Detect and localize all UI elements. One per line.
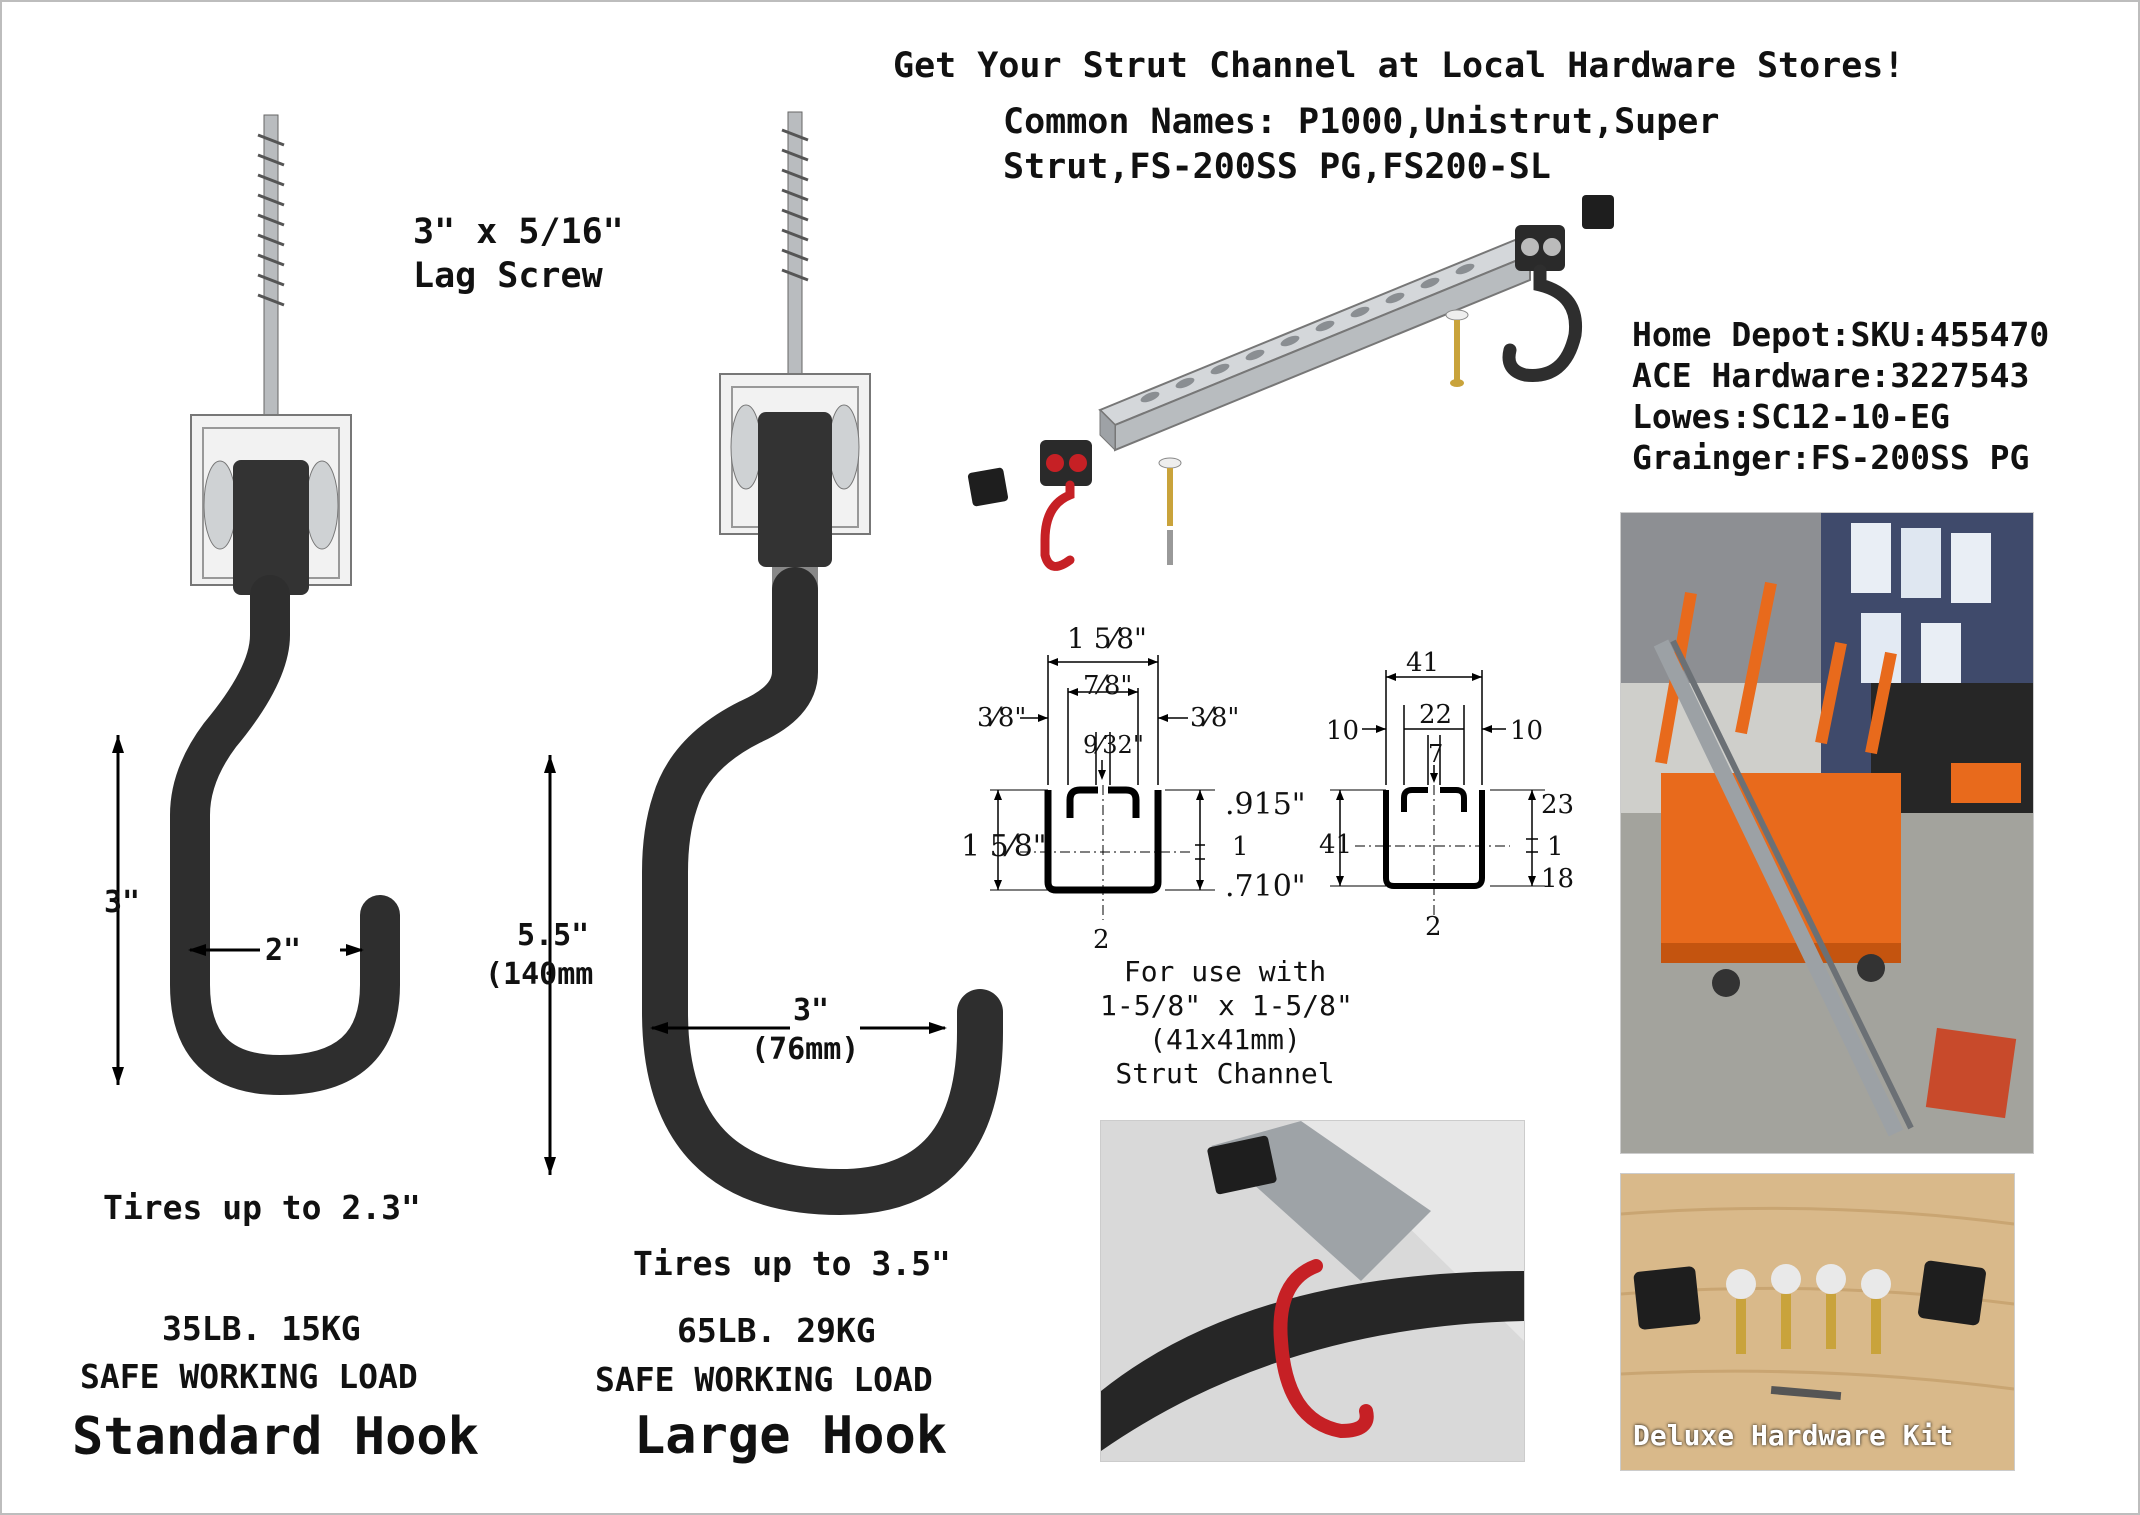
large-trolley (719, 373, 871, 589)
large-hook-tires: Tires up to 3.5" (633, 1244, 951, 1283)
imperial-top-width: 1 5⁄8" (1067, 622, 1147, 655)
usage-note-line2: 1-5/8" x 1-5/8" (1100, 989, 1353, 1022)
metric-upper: 23 (1541, 790, 1575, 820)
imperial-lower: .710" (1225, 869, 1306, 904)
hardware-kit-photo: Deluxe Hardware Kit (1620, 1173, 2015, 1471)
red-hook-trolley (1040, 440, 1092, 571)
large-hook-height-label: 5.5" (517, 918, 590, 953)
usage-note-line1: For use with (1123, 955, 1327, 988)
large-hook-body (642, 567, 1003, 1216)
standard-lag-screw (257, 114, 285, 416)
metric-left-lip: 10 (1326, 716, 1360, 746)
lag-screw-size: 3" x 5/16" (413, 212, 624, 252)
common-names-line1: Common Names: P1000,Unistrut,Super (1003, 102, 1720, 142)
metric-bottom: 2 (1425, 912, 1442, 942)
large-hook-illustration (642, 111, 1003, 1216)
standard-hook-illustration (170, 114, 400, 1096)
large-hook-width-label: 3" (793, 993, 830, 1028)
metric-mid: 1 (1547, 832, 1564, 862)
hardware-kit-caption: Deluxe Hardware Kit (1633, 1419, 1954, 1452)
imperial-upper: .915" (1225, 787, 1306, 822)
screw-upper (1445, 309, 1469, 387)
strut-slots (1140, 263, 1475, 403)
standard-hook-dimensions (112, 735, 364, 1085)
standard-hook-load-label: SAFE WORKING LOAD (80, 1357, 418, 1396)
large-lag-screw (781, 111, 809, 378)
usage-note-line4: Strut Channel (1115, 1057, 1335, 1090)
large-hook-load-weight: 65LB. 29KG (677, 1311, 876, 1350)
strut-profile-imperial (990, 655, 1215, 920)
metric-lower: 18 (1541, 864, 1575, 894)
lag-screw-label: Lag Screw (413, 256, 603, 296)
strut-assembly-illustration (967, 195, 1614, 571)
metric-right-lip: 10 (1510, 716, 1544, 746)
large-hook-name: Large Hook (634, 1406, 948, 1466)
large-hook-dimensions (544, 755, 947, 1175)
standard-hook-tires: Tires up to 2.3" (103, 1188, 421, 1227)
imperial-height: 1 5⁄8" (961, 829, 1047, 864)
store-cart-photo (1620, 512, 2034, 1154)
metric-height: 41 (1319, 830, 1353, 860)
page-title: Get Your Strut Channel at Local Hardware… (893, 46, 1905, 86)
standard-hook-name: Standard Hook (72, 1407, 479, 1467)
metric-slot: 7 (1428, 740, 1444, 768)
store-lowes: Lowes:SC12-10-EG (1632, 397, 1950, 436)
usage-note: For use with 1-5/8" x 1-5/8" (41x41mm) S… (1100, 955, 1353, 1091)
common-names-line2: Strut,FS-200SS PG,FS200-SL (1003, 147, 1551, 187)
imperial-bottom: 2 (1093, 925, 1110, 955)
end-cap-left (967, 467, 1009, 507)
usage-note-line3: (41x41mm) (1149, 1023, 1301, 1056)
standard-trolley (190, 414, 352, 595)
strut-profile-metric (1330, 670, 1545, 915)
imperial-slot: 9⁄32" (1083, 731, 1144, 759)
imperial-mid: 1 (1232, 832, 1249, 862)
store-list: Home Depot:SKU:455470 ACE Hardware:32275… (1632, 315, 2049, 479)
store-grainger: Grainger:FS-200SS PG (1632, 438, 2030, 477)
standard-hook-body (170, 575, 400, 1096)
large-hook-height-mm: (140mm (485, 957, 594, 992)
standard-hook-load-weight: 35LB. 15KG (162, 1309, 361, 1348)
large-hook-load-label: SAFE WORKING LOAD (595, 1360, 933, 1399)
store-ace: ACE Hardware:3227543 (1632, 356, 2030, 395)
metric-top-width: 41 (1406, 648, 1440, 678)
store-home-depot: Home Depot:SKU:455470 (1632, 315, 2050, 354)
end-cap-right (1582, 195, 1614, 229)
imperial-right-lip: 3⁄8" (1190, 703, 1240, 733)
black-hook-trolley (1502, 225, 1583, 382)
screw-lower (1158, 457, 1182, 565)
large-hook-width-mm: (76mm) (751, 1032, 860, 1067)
standard-hook-height-label: 3" (104, 885, 141, 920)
standard-hook-width-label: 2" (265, 933, 302, 968)
imperial-inner-width: 7⁄8" (1083, 671, 1133, 701)
bike-hook-photo (1100, 1120, 1525, 1462)
imperial-left-lip: 3⁄8" (977, 703, 1027, 733)
metric-inner-width: 22 (1419, 700, 1453, 730)
